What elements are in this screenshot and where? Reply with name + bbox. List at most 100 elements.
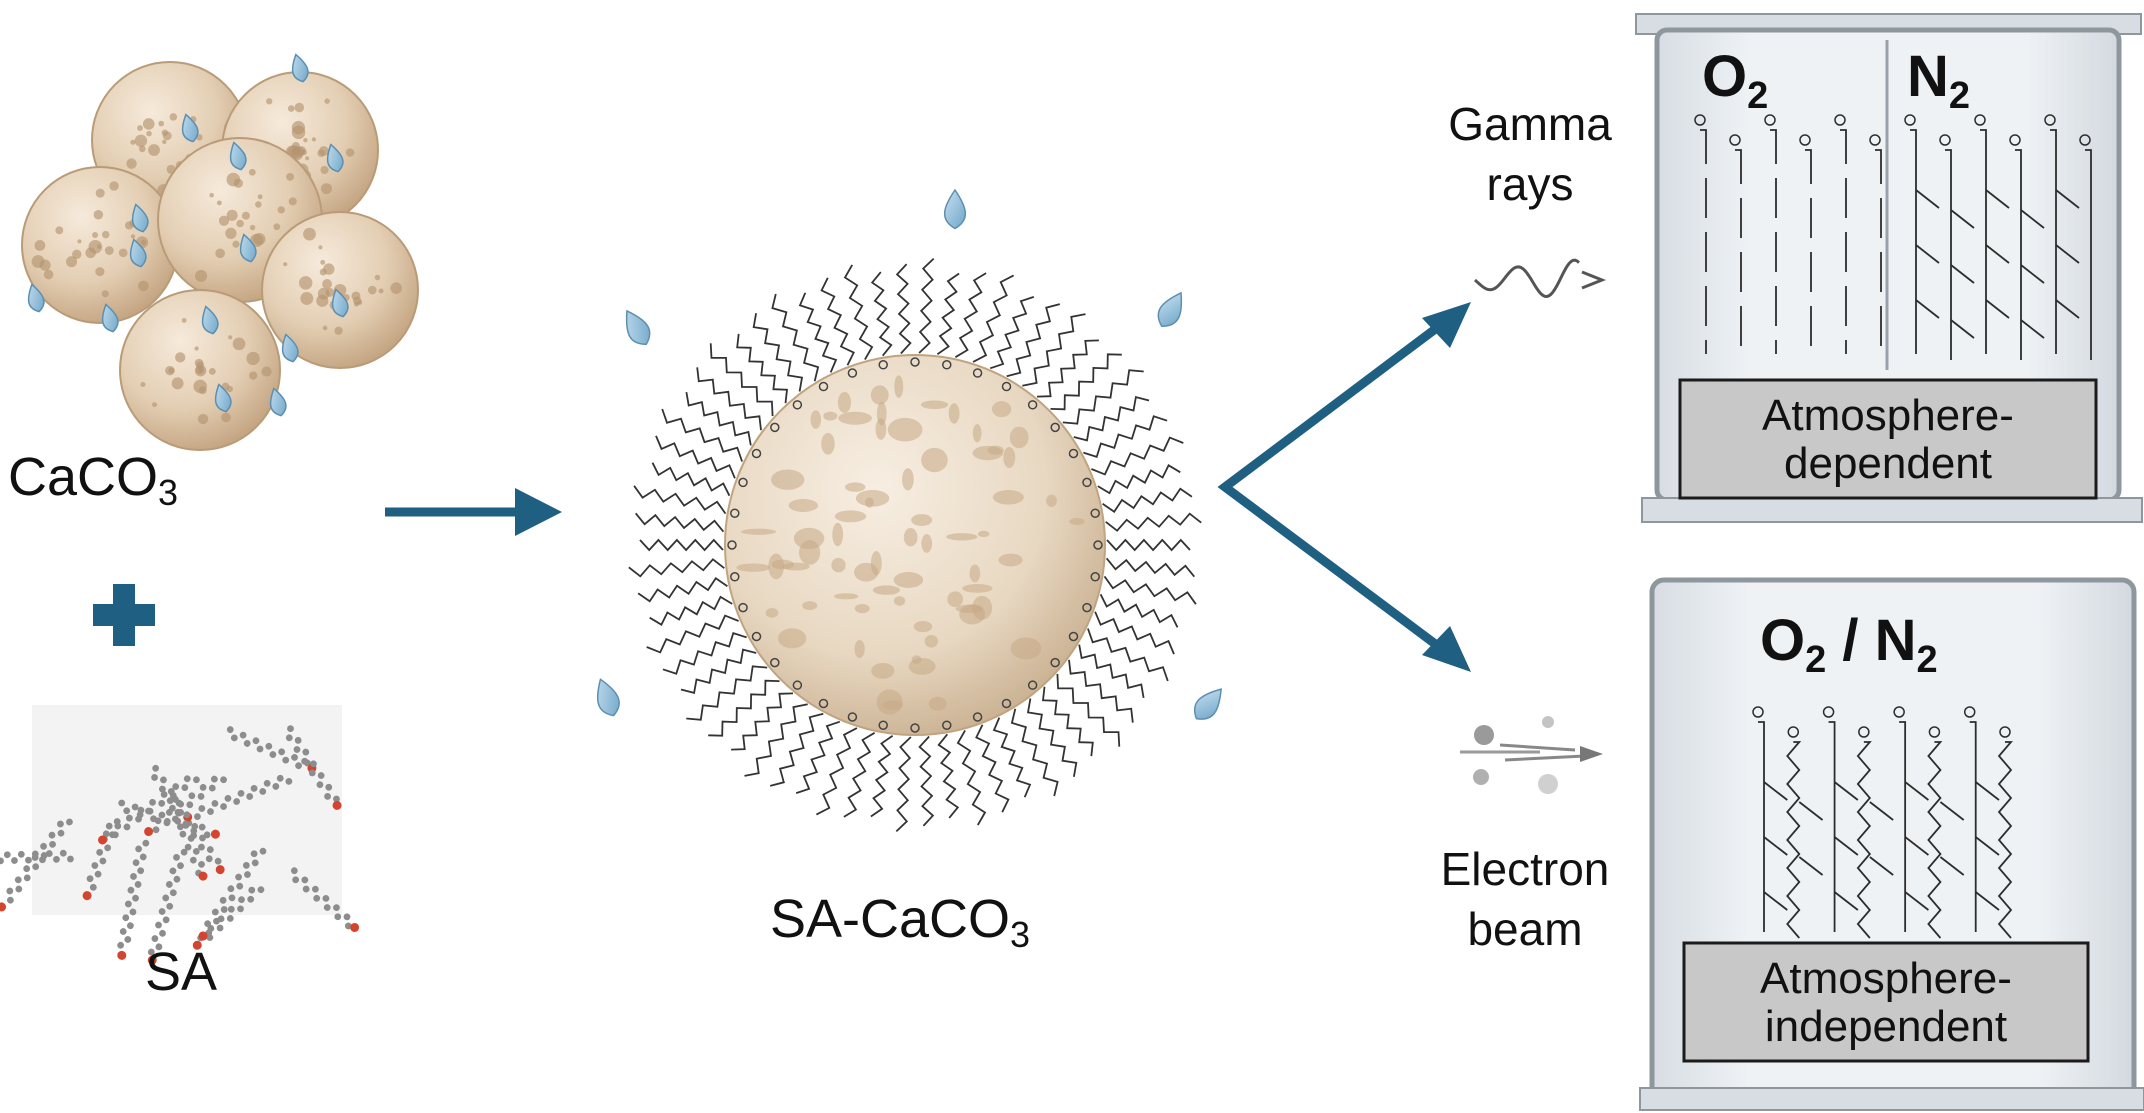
pore [130, 234, 136, 239]
ester-oxygen [770, 422, 780, 433]
atom [199, 834, 206, 842]
atom [238, 896, 245, 904]
caco3-label: CaCO3 [8, 447, 179, 513]
polymer-chain [1899, 721, 1907, 932]
atom [256, 745, 264, 753]
alkyl-chain [1022, 313, 1086, 387]
sa-molecule [198, 847, 267, 941]
sa-caco3-particle [724, 354, 1106, 736]
atom [322, 894, 330, 902]
water-droplet-icon [331, 288, 349, 318]
pore [300, 292, 314, 305]
atom [176, 823, 184, 831]
atom [239, 731, 247, 739]
pore [225, 227, 237, 240]
carboxyl-group [1764, 114, 1776, 126]
atom [344, 922, 352, 930]
polymer-chain [1910, 129, 1917, 354]
atom [155, 943, 163, 951]
atom [132, 894, 139, 902]
atom [158, 908, 166, 915]
pore [241, 211, 250, 220]
pore [158, 120, 165, 127]
ester-oxygen [910, 357, 920, 367]
pore [305, 156, 310, 161]
pore [977, 530, 990, 538]
pore [771, 559, 795, 570]
atom [199, 784, 207, 791]
atom [187, 834, 195, 842]
atom [49, 840, 56, 848]
alkyl-chain [1062, 369, 1144, 425]
atom [180, 848, 188, 856]
atom [48, 831, 56, 839]
pore [283, 262, 288, 267]
polymer-chain [1875, 149, 1882, 360]
bottom-label-box [1682, 941, 2090, 1063]
pore [43, 269, 54, 280]
water-droplet-icon [1194, 688, 1222, 720]
pore [921, 447, 948, 473]
atom [123, 823, 131, 831]
atom [316, 781, 324, 789]
ester-oxygen [730, 508, 740, 518]
alkyl-chain [843, 732, 876, 818]
ester-oxygen [1050, 422, 1060, 433]
oxygen-atom [192, 940, 202, 950]
oxygen-atom [147, 955, 157, 965]
pore [162, 139, 167, 145]
atom [308, 769, 316, 777]
atom [220, 906, 228, 913]
alkyl-chain [709, 343, 774, 417]
atom [137, 806, 145, 814]
pore [991, 401, 1012, 418]
atom [290, 867, 298, 875]
atom [194, 813, 201, 820]
crosslink [2055, 189, 2080, 209]
ester-oxygen [942, 360, 952, 370]
atom [23, 865, 31, 873]
crosslink [1869, 856, 1894, 876]
atom [250, 850, 258, 858]
pore [872, 585, 901, 595]
atom [210, 775, 218, 783]
pore [92, 231, 99, 238]
atom [102, 830, 110, 838]
alkyl-chain [918, 735, 935, 827]
crosslink [1834, 836, 1859, 856]
atom [166, 902, 174, 910]
alkyl-chain [1073, 395, 1150, 442]
alkyl-chain [1078, 644, 1145, 699]
atom [220, 803, 227, 810]
crosslink [1904, 836, 1929, 856]
alkyl-chain [843, 264, 874, 361]
water-droplet-icon [326, 143, 344, 173]
atom [237, 905, 244, 913]
atom [220, 776, 227, 784]
atom [159, 929, 166, 937]
atom [204, 920, 212, 928]
pore [277, 206, 285, 214]
atom [237, 789, 245, 797]
atom [198, 843, 205, 851]
ester-oxygen [1027, 680, 1038, 690]
carboxyl-group [1963, 706, 1976, 718]
pore [109, 181, 119, 191]
pore [832, 522, 844, 547]
atom [198, 860, 205, 868]
alkyl-chain [628, 558, 725, 578]
water-droplet-icon [625, 309, 651, 346]
atom [147, 948, 155, 956]
pore [161, 129, 168, 136]
alkyl-chain [708, 679, 780, 737]
alkyl-chain [895, 736, 912, 833]
pore [218, 215, 230, 226]
water-droplet-icon [291, 53, 309, 83]
pore [246, 351, 260, 366]
ester-oxygen [1090, 572, 1100, 582]
atom [86, 875, 94, 883]
top-chamber-chains [1694, 114, 2092, 360]
pore [34, 240, 46, 251]
pore [208, 367, 216, 375]
pore [972, 445, 1003, 461]
